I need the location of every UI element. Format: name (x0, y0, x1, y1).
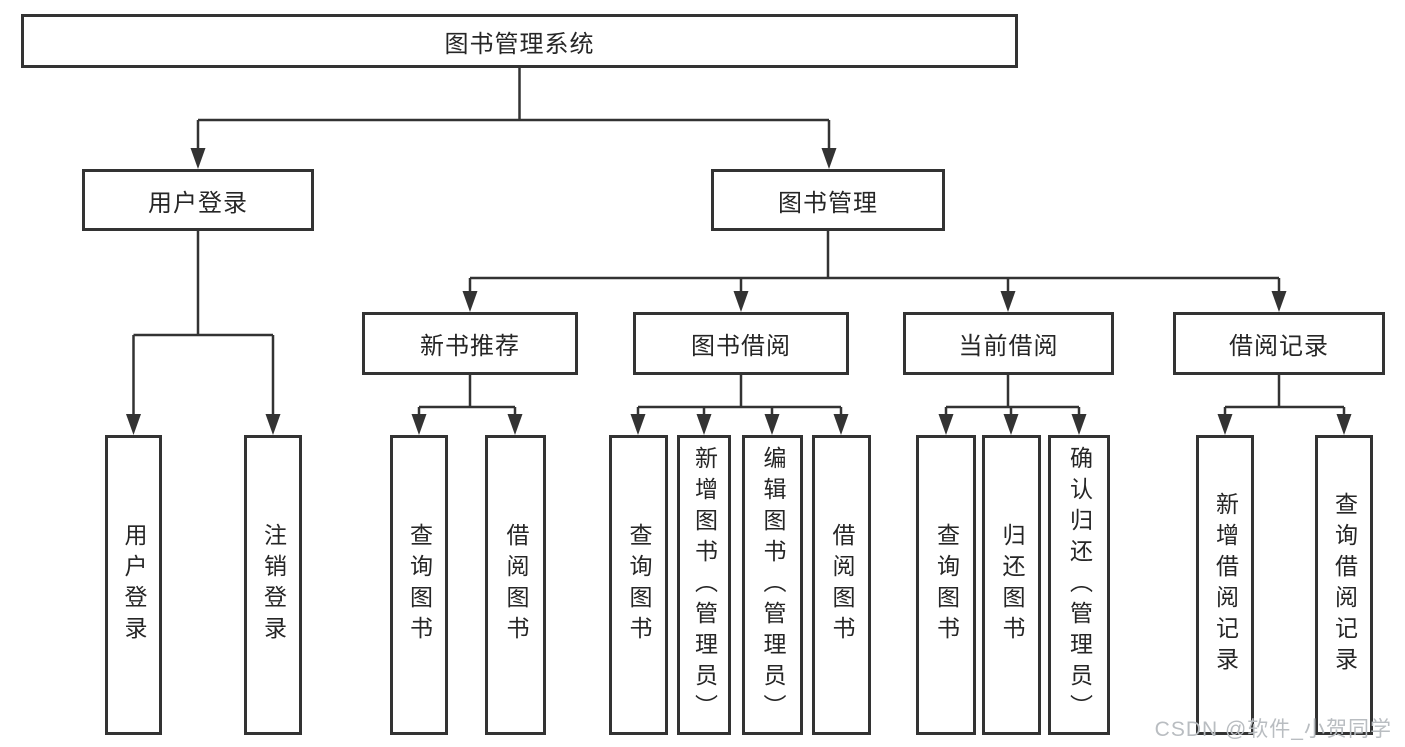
arrowhead-icon (462, 291, 478, 312)
arrowhead-icon (696, 414, 712, 435)
arrowhead-icon (1271, 291, 1287, 312)
arrowhead-icon (1003, 414, 1019, 435)
connector-new-book-rec-to-leaves (411, 375, 523, 435)
node-borrow-records: 借阅记录 (1173, 312, 1385, 375)
leaf-borrow-books-rec: 借阅图书 (485, 435, 546, 735)
connector-current-borrow-to-leaves (938, 375, 1087, 435)
node-book-management: 图书管理 (711, 169, 945, 231)
leaf-user-login: 用户登录 (105, 435, 162, 735)
leaf-query-books-borrow: 查询图书 (609, 435, 668, 735)
csdn-watermark: CSDN @软件_小贺同学 (1154, 718, 1392, 741)
leaf-confirm-return-admin: 确认归还（管理员） (1048, 435, 1110, 735)
leaf-borrow-books: 借阅图书 (812, 435, 871, 735)
arrowhead-icon (833, 414, 849, 435)
node-user-login: 用户登录 (82, 169, 314, 231)
arrowhead-icon (733, 291, 749, 312)
arrowhead-icon (1000, 291, 1016, 312)
connector-user-login-to-leaves (126, 231, 281, 435)
leaf-query-books-current: 查询图书 (916, 435, 976, 735)
connector-book-mgmt-to-level3 (462, 231, 1287, 312)
connector-book-borrow-to-leaves (630, 375, 849, 435)
leaf-add-borrow-record: 新增借阅记录 (1196, 435, 1254, 735)
arrowhead-icon (1217, 414, 1233, 435)
leaf-query-books-rec: 查询图书 (390, 435, 448, 735)
connector-root-to-level2 (190, 68, 837, 169)
connector-borrow-records-to-leaves (1217, 375, 1352, 435)
arrowhead-icon (1336, 414, 1352, 435)
arrowhead-icon (630, 414, 646, 435)
node-new-book-recommend: 新书推荐 (362, 312, 578, 375)
leaf-add-books-admin: 新增图书（管理员） (677, 435, 731, 735)
arrowhead-icon (821, 148, 837, 169)
leaf-edit-books-admin: 编辑图书（管理员） (742, 435, 803, 735)
arrowhead-icon (190, 148, 206, 169)
arrowhead-icon (507, 414, 523, 435)
node-root-title: 图书管理系统 (21, 14, 1018, 68)
node-book-borrow: 图书借阅 (633, 312, 849, 375)
leaf-logout: 注销登录 (244, 435, 302, 735)
node-current-borrow: 当前借阅 (903, 312, 1114, 375)
arrowhead-icon (1071, 414, 1087, 435)
arrowhead-icon (265, 414, 281, 435)
arrowhead-icon (764, 414, 780, 435)
arrowhead-icon (126, 414, 141, 435)
leaf-query-borrow-record: 查询借阅记录 (1315, 435, 1373, 735)
arrowhead-icon (938, 414, 954, 435)
leaf-return-books: 归还图书 (982, 435, 1041, 735)
arrowhead-icon (411, 414, 427, 435)
